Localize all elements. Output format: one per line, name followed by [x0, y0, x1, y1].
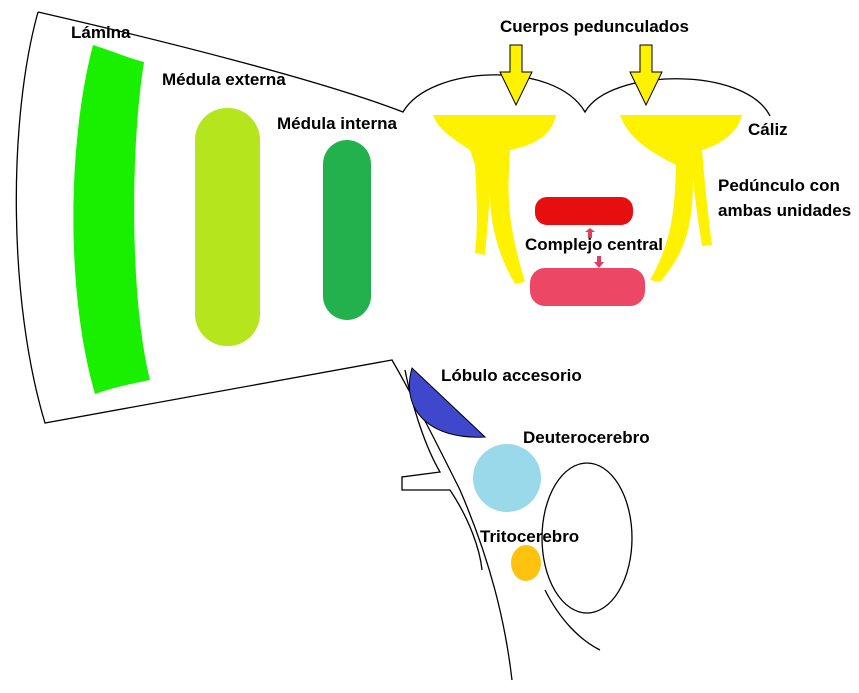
label-lobulo-accesorio: Lóbulo accesorio — [441, 366, 582, 385]
label-pedunculo-line2: ambas unidades — [718, 201, 851, 220]
label-caliz: Cáliz — [748, 120, 788, 139]
central-complex-upper — [535, 197, 633, 225]
label-deuterocerebro: Deuterocerebro — [523, 428, 650, 447]
label-tritocerebro: Tritocerebro — [480, 527, 579, 546]
neck-right-outline — [544, 589, 601, 651]
tritocerebro-shape — [511, 545, 541, 581]
lower-brain-outline — [401, 369, 483, 571]
mushroom-body-left — [433, 115, 556, 284]
arrow-left — [499, 44, 533, 107]
label-medula-externa: Médula externa — [162, 70, 286, 89]
arrow-right — [629, 44, 663, 107]
mushroom-body-right — [620, 115, 742, 282]
central-arrow-up — [585, 228, 595, 238]
label-complejo-central: Complejo central — [525, 235, 663, 254]
lobulo-accesorio-shape — [408, 367, 487, 438]
optic-lobe-upper-outline — [37, 11, 771, 117]
central-complex-lower — [530, 268, 645, 306]
label-medula-interna: Médula interna — [277, 114, 398, 133]
label-cuerpos-pedunculados: Cuerpos pedunculados — [500, 17, 689, 36]
brain-outline — [15, 11, 513, 681]
medula-interna-shape — [323, 140, 371, 320]
deuterocerebro-shape — [473, 444, 541, 512]
esophageal-foramen — [541, 462, 633, 614]
label-pedunculo-line1: Pedúnculo con — [718, 176, 840, 195]
label-lamina: Lámina — [71, 23, 131, 42]
central-arrow-down — [594, 256, 604, 268]
lamina-shape — [73, 45, 150, 394]
medula-externa-shape — [195, 108, 260, 346]
